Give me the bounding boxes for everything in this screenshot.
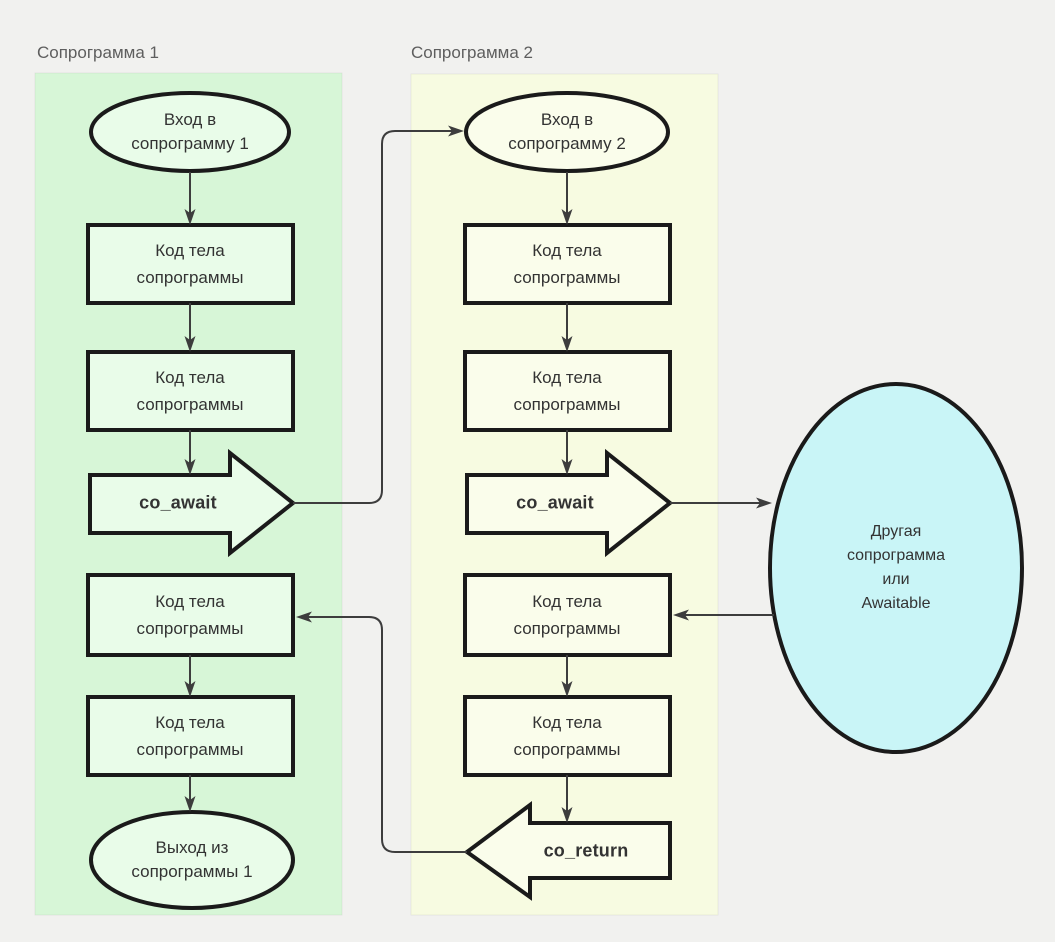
coroutine2-co-return-block-arrow	[463, 801, 672, 901]
arrowhead-icon	[184, 796, 196, 812]
arrowhead-icon	[561, 209, 573, 225]
coroutine1-exit-ellipse	[89, 810, 295, 910]
arrowhead-icon	[561, 336, 573, 352]
coroutine2-body-box-3	[463, 573, 672, 657]
connector-coawait1-to-entry2	[293, 130, 452, 504]
coroutine1-body-box-3	[86, 573, 295, 657]
arrowhead-icon	[561, 807, 573, 823]
arrowhead-icon	[673, 609, 689, 621]
coroutine2-entry-ellipse	[464, 91, 670, 173]
coroutine1-body-box-2	[86, 350, 295, 432]
arrowhead-icon	[296, 611, 312, 623]
coroutine2-body-box-4	[463, 695, 672, 777]
arrowhead-icon	[561, 459, 573, 475]
connector-coreturn-to-box3-p1	[308, 616, 467, 853]
coroutine2-co-await-block-arrow	[465, 448, 674, 558]
coroutine2-body-box-1	[463, 223, 672, 305]
coroutine1-body-box-4	[86, 695, 295, 777]
arrowhead-icon	[561, 681, 573, 697]
coroutine2-body-box-2	[463, 350, 672, 432]
coroutine1-entry-ellipse	[89, 91, 291, 173]
coroutine1-body-box-1	[86, 223, 295, 305]
arrowhead-icon	[184, 681, 196, 697]
arrowhead-icon	[448, 125, 464, 137]
coroutine1-co-await-block-arrow	[88, 448, 297, 558]
arrowhead-icon	[184, 336, 196, 352]
arrowhead-icon	[756, 497, 772, 509]
arrowhead-icon	[184, 209, 196, 225]
awaitable-ellipse	[768, 382, 1024, 754]
arrowhead-icon	[184, 459, 196, 475]
